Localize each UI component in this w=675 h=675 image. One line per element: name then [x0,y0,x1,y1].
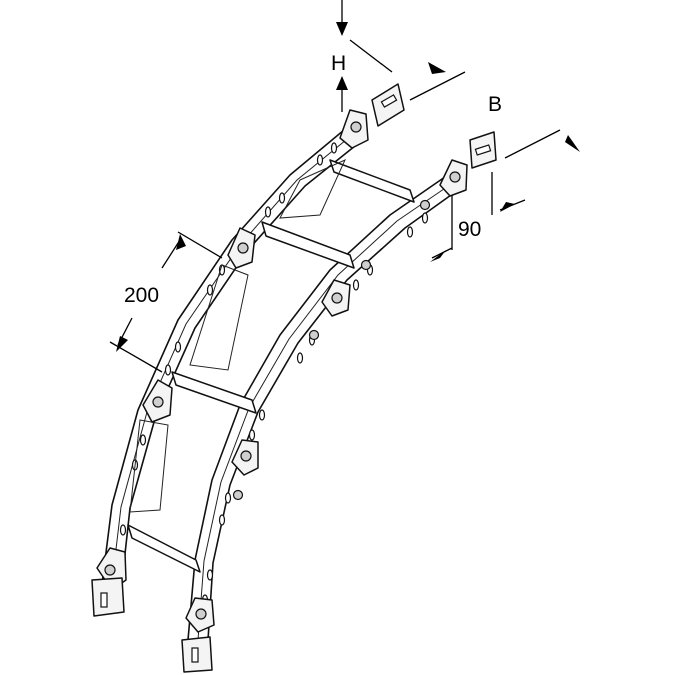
dimension-b: B [409,62,580,159]
dimension-200: 200 [109,231,223,373]
dimension-h: H [331,0,393,112]
inner-side-rail [99,124,366,601]
rungs [127,159,415,573]
rung-2 [171,371,257,414]
inner-joint-plates [96,109,369,591]
width-label: B [488,93,502,116]
outer-rail-slots [201,212,429,606]
end-flanges [91,83,497,673]
rail-panels [129,159,346,513]
rung-3 [261,221,355,269]
rail-height-label: 90 [458,218,481,241]
outer-side-rail [187,169,466,641]
dimension-90: 90 [430,172,526,262]
rung-4 [329,159,415,203]
outer-joint-plates [185,159,468,633]
inner-rail-slots [112,142,338,561]
rung-1 [127,524,201,573]
rung-spacing-label: 200 [124,284,159,307]
height-label: H [331,52,346,75]
